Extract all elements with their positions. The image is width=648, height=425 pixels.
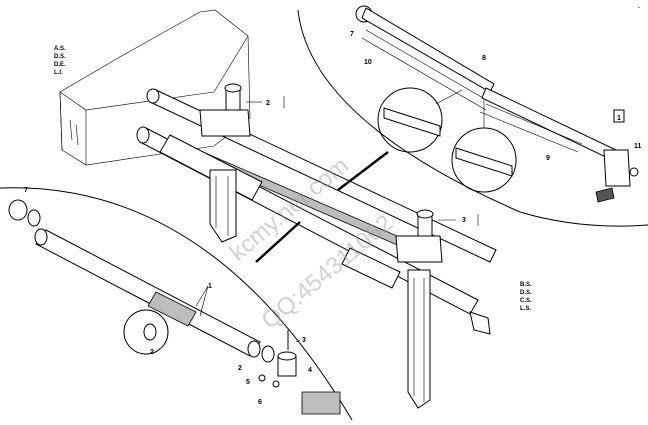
callout-main-2: 2 (266, 100, 270, 107)
seat-outline (59, 9, 251, 166)
detail-parts (8, 199, 341, 415)
callout-detail-7: 7 (24, 187, 28, 194)
inset-box-1 (613, 109, 625, 123)
callout-inset-10: 10 (364, 59, 372, 66)
seat-codes-right: B.S. D.S. C.S. L.S. (520, 282, 532, 312)
callout-inset-7: 7 (350, 31, 354, 38)
seat-code: D.S. (54, 54, 66, 60)
callout-main-3: 3 (462, 217, 466, 224)
corner-mark: · (638, 5, 640, 12)
callout-inset-9: 9 (546, 155, 550, 162)
seat-code: C.S. (520, 298, 532, 304)
callout-detail-2b: 2 (238, 365, 242, 372)
callout-detail-4: 4 (308, 367, 312, 374)
seat-code: L.I. (54, 70, 63, 76)
rail-assembly (136, 83, 497, 409)
seat-code: B.S. (520, 282, 532, 288)
callout-inset-box-1: 1 (617, 115, 621, 122)
callout-detail-6: 6 (258, 399, 262, 406)
callout-detail-2: 2 (150, 349, 154, 356)
seat-code: D.E. (54, 62, 66, 68)
seat-code: L.S. (520, 306, 531, 312)
callout-detail-5: 5 (246, 379, 250, 386)
callout-detail-1: 1 (208, 283, 212, 290)
callout-inset-8: 8 (482, 55, 486, 62)
callout-detail-3: 3 (302, 337, 306, 344)
detail-boundary (0, 187, 353, 421)
callout-inset-11: 11 (634, 143, 642, 150)
seat-codes-left: A.S. D.S. D.E. L.I. (54, 46, 66, 76)
seat-code: A.S. (54, 46, 66, 52)
seat-code: D.S. (520, 290, 532, 296)
inset-rails (355, 5, 639, 203)
